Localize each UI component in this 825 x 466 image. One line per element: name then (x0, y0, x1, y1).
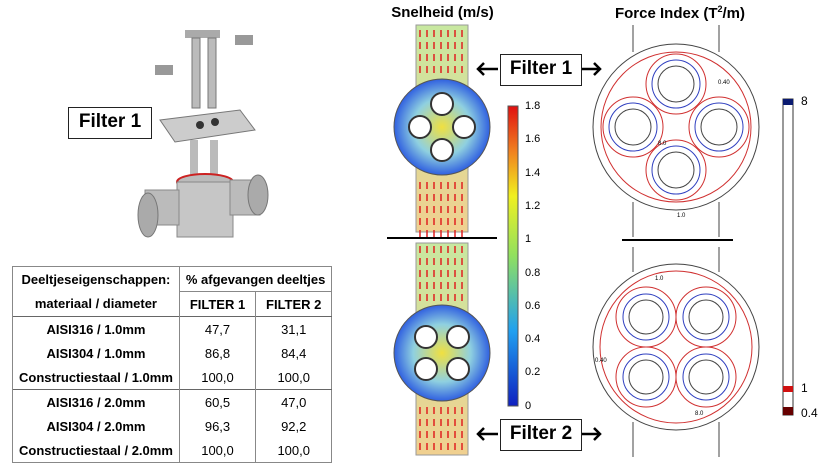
colorbar-tick: 0.2 (525, 366, 541, 379)
header-cell: FILTER 2 (255, 291, 332, 317)
cell: 100,0 (255, 365, 332, 390)
velocity-plot (387, 24, 497, 456)
results-table: Deeltjeseigenschappen: % afgevangen deel… (12, 266, 333, 463)
cell: 100,0 (178, 365, 256, 390)
header-cell: Deeltjeseigenschappen: (12, 266, 180, 292)
contour-label: 1.0 (655, 276, 664, 282)
table-header-row: Deeltjeseigenschappen: % afgevangen deel… (12, 266, 332, 292)
contour-label: 0.40 (595, 358, 607, 364)
arrow-right-icon (582, 62, 602, 76)
force-filter1 (600, 51, 752, 203)
row-label: Constructiestaal / 1.0mm (12, 365, 180, 390)
filter1-label-mid: Filter 1 (500, 54, 582, 86)
colorbar-tick: 1 (525, 233, 532, 246)
cell: 92,2 (255, 414, 332, 438)
colorbar-tick: 1.4 (525, 166, 541, 179)
contour-label: 8.0 (695, 411, 704, 417)
row-label: AISI316 / 2.0mm (12, 389, 180, 414)
velocity-filter1 (393, 24, 491, 233)
arrows (476, 62, 602, 441)
velocity-colorbar (507, 105, 519, 407)
colorbar-tick: 0.6 (525, 299, 541, 312)
row-label: AISI304 / 2.0mm (12, 414, 180, 438)
force-colorbar (782, 98, 794, 416)
colorbar-tick: 1.6 (525, 133, 541, 146)
cell: 84,4 (255, 341, 332, 365)
colorbar-tick: 1.2 (525, 199, 541, 212)
velocity-title: Snelheid (m/s) (391, 4, 494, 21)
cell: 60,5 (178, 389, 256, 414)
colorbar-tick: 0.4 (525, 333, 541, 346)
filter2-label-mid: Filter 2 (500, 419, 582, 451)
force-title: Force Index (T2/m) (614, 4, 746, 22)
colorbar-tick: 0.8 (525, 266, 541, 279)
arrow-left-icon (476, 427, 498, 441)
cell: 100,0 (255, 438, 332, 463)
filter1-label: Filter 1 (68, 107, 152, 139)
row-label: Constructiestaal / 2.0mm (12, 438, 180, 463)
header-cell: materiaal / diameter (12, 291, 180, 317)
force-plot: 0.40 8.0 1.0 1.0 0.40 8.0 (592, 25, 760, 457)
contour-label: 0.40 (718, 80, 730, 86)
colorbar-tick: 1 (801, 381, 808, 395)
contour-label: 8.0 (658, 141, 667, 147)
contour-label: 1.0 (677, 213, 686, 219)
cell: 47,7 (178, 316, 256, 341)
colorbar-tick: 1.8 (525, 100, 541, 112)
cell: 86,8 (178, 341, 256, 365)
header-cell: % afgevangen deeltjes (178, 266, 332, 292)
cell: 47,0 (255, 389, 332, 414)
row-label: AISI304 / 1.0mm (12, 341, 180, 365)
arrow-left-icon (476, 62, 498, 76)
arrow-right-icon (582, 427, 602, 441)
colorbar-tick: 8 (801, 94, 808, 108)
cell: 100,0 (178, 438, 256, 463)
colorbar-tick: 0 (525, 399, 532, 412)
filter-product-image (137, 30, 269, 238)
force-filter2 (599, 270, 753, 424)
cell: 31,1 (255, 316, 332, 341)
cell: 96,3 (178, 414, 256, 438)
row-label: AISI316 / 1.0mm (12, 316, 180, 341)
velocity-filter2 (393, 242, 491, 456)
colorbar-tick: 0.4 (801, 406, 818, 420)
table-header-row: materiaal / diameter FILTER 1 FILTER 2 (12, 291, 332, 317)
header-cell: FILTER 1 (178, 291, 256, 317)
